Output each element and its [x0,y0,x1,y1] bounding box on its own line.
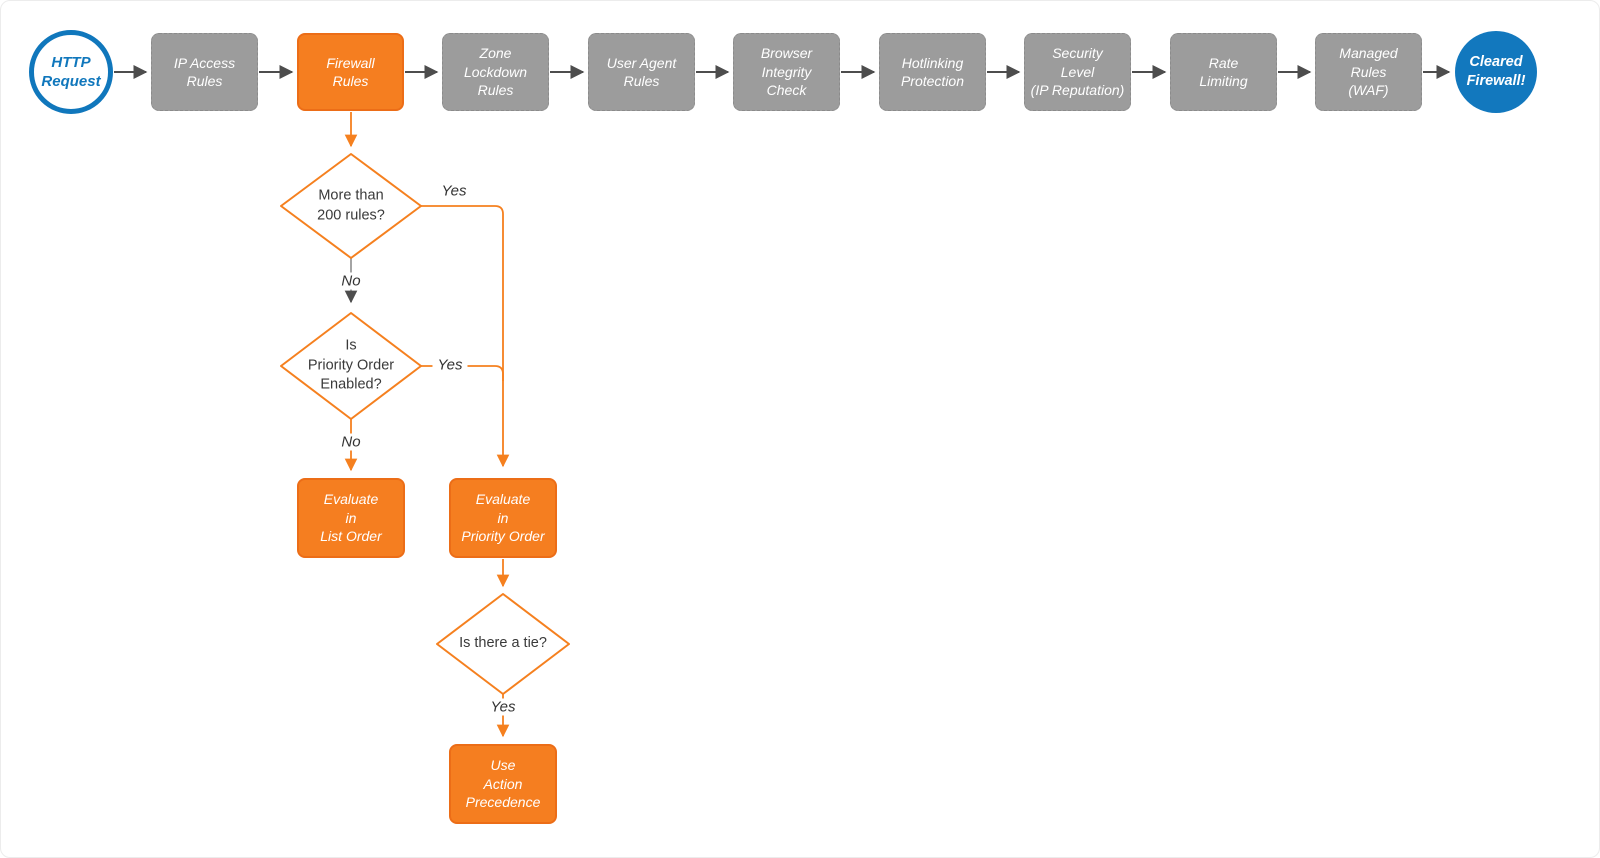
stage-label: Managed Rules (WAF) [1339,45,1398,99]
end-node-label: Cleared Firewall! [1466,54,1526,89]
stage-label: Rate Limiting [1199,54,1248,89]
edge-label-decision2-yes: Yes [432,356,468,374]
action-use-action-precedence: Use Action Precedence [449,744,557,824]
stage-managed-rules-waf: Managed Rules (WAF) [1315,33,1422,111]
edge-label-decision2-no: No [336,433,366,451]
decision-is-there-a-tie-label: Is there a tie? [459,635,547,652]
action-label: Evaluate in List Order [320,490,382,545]
start-node-label: HTTP Request [41,53,101,91]
stage-label: Hotlinking Protection [900,54,965,89]
decision-is-there-a-tie-diamond [436,593,570,695]
decision-more-than-200-rules-diamond [280,153,422,259]
stage-firewall-rules: Firewall Rules [297,33,404,111]
stage-ip-access-rules: IP Access Rules [151,33,258,111]
edge-label-decision1-no: No [336,272,366,290]
stage-browser-integrity-check: Browser Integrity Check [733,33,840,111]
start-node-http-request: HTTP Request [29,30,113,114]
decision-priority-order-enabled-diamond [280,312,422,420]
arrow-decision1-yes-to-priority-order [421,205,510,468]
stage-label: IP Access Rules [173,54,236,89]
decision-diamonds [280,153,570,695]
stage-label: User Agent Rules [606,54,677,89]
stage-label: Zone Lockdown Rules [463,45,528,99]
stage-hotlinking-protection: Hotlinking Protection [879,33,986,111]
end-node-cleared-firewall: Cleared Firewall! [1455,31,1537,113]
stage-label: Browser Integrity Check [760,45,813,99]
stage-rate-limiting: Rate Limiting [1170,33,1277,111]
stage-security-level-ip-reputation: Security Level (IP Reputation) [1024,33,1131,111]
decision-more-than-200-rules-label: More than 200 rules? [317,187,385,223]
action-label: Evaluate in Priority Order [461,490,545,545]
arrow-decision2-yes-join [421,365,504,381]
action-label: Use Action Precedence [465,756,541,811]
edge-label-decision3-yes: Yes [485,698,521,716]
action-evaluate-in-priority-order: Evaluate in Priority Order [449,478,557,558]
action-evaluate-in-list-order: Evaluate in List Order [297,478,405,558]
stage-label: Security Level (IP Reputation) [1030,45,1125,99]
decision-priority-order-enabled-label: Is Priority Order Enabled? [307,337,395,393]
stage-label: Firewall Rules [326,54,375,89]
edge-label-decision1-yes: Yes [441,182,467,200]
stage-user-agent-rules: User Agent Rules [588,33,695,111]
stage-zone-lockdown-rules: Zone Lockdown Rules [442,33,549,111]
